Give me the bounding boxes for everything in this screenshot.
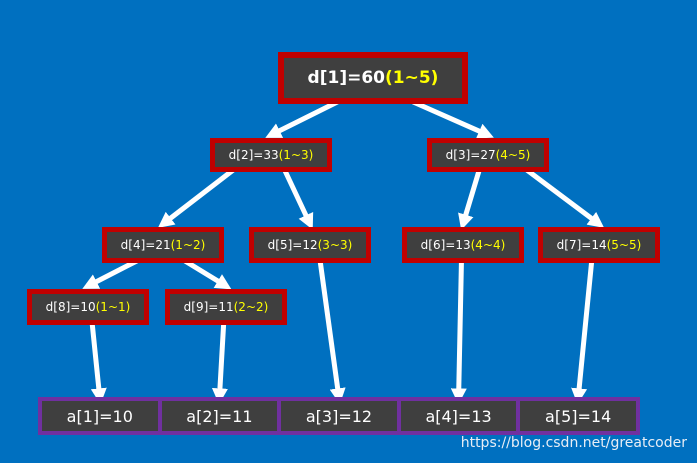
node-range: (1~3) (278, 148, 314, 162)
node-range: (1~1) (95, 300, 131, 314)
tree-node-d8: d[8]=10(1~1) (27, 289, 149, 325)
node-range: (5~5) (606, 238, 642, 252)
edge-arrow-d2-d4 (157, 167, 236, 228)
node-range: (4~5) (495, 148, 531, 162)
node-range: (1~2) (170, 238, 206, 252)
tree-node-d1: d[1]=60(1~5) (278, 52, 468, 104)
node-label: d[8]=10 (45, 300, 96, 314)
leaf-array-row: a[1]=10 a[2]=11 a[3]=12 a[4]=13 a[5]=14 (38, 397, 640, 435)
node-label: d[4]=21 (120, 238, 171, 252)
edge-arrow-d1-d2 (265, 99, 340, 138)
node-label: d[9]=11 (183, 300, 234, 314)
tree-node-d3: d[3]=27(4~5) (427, 138, 549, 172)
tree-node-d6: d[6]=13(4~4) (402, 227, 524, 263)
edge-arrow-d3-d7 (524, 167, 605, 228)
node-label: d[6]=13 (420, 238, 471, 252)
edge-arrow-d4-d8 (82, 258, 140, 289)
node-label: d[2]=33 (228, 148, 279, 162)
edge-arrow-d4-d9 (182, 258, 232, 290)
tree-node-d4: d[4]=21(1~2) (102, 227, 224, 263)
tree-node-d5: d[5]=12(3~3) (249, 227, 371, 263)
edge-arrow-d2-d5 (282, 167, 314, 230)
tree-node-d9: d[9]=11(2~2) (165, 289, 287, 325)
tree-node-d7: d[7]=14(5~5) (538, 227, 660, 263)
node-label: d[3]=27 (445, 148, 496, 162)
leaf-a4: a[4]=13 (400, 401, 517, 431)
tree-node-d2: d[2]=33(1~3) (210, 138, 332, 172)
node-label: d[7]=14 (556, 238, 607, 252)
node-label: d[1]=60 (307, 68, 385, 88)
node-range: (4~4) (470, 238, 506, 252)
edge-arrow-d1-d3 (410, 99, 494, 139)
edge-arrow-d3-d6 (458, 167, 482, 231)
edge-arrow-d8-a1 (89, 320, 107, 405)
leaf-a1: a[1]=10 (42, 401, 158, 431)
node-range: (3~3) (317, 238, 353, 252)
watermark-text: https://blog.csdn.net/greatcoder (460, 435, 687, 451)
edge-arrow-d5-a3 (317, 258, 346, 405)
edge-arrow-d6-a4 (450, 258, 467, 405)
leaf-a3: a[3]=12 (281, 401, 397, 431)
node-range: (2~2) (233, 300, 269, 314)
edge-arrow-d9-a2 (211, 320, 228, 405)
node-range: (1~5) (385, 68, 439, 88)
edge-arrow-d7-a5 (571, 258, 595, 405)
leaf-a2: a[2]=11 (161, 401, 278, 431)
node-label: d[5]=12 (267, 238, 318, 252)
leaf-a5: a[5]=14 (520, 401, 636, 431)
